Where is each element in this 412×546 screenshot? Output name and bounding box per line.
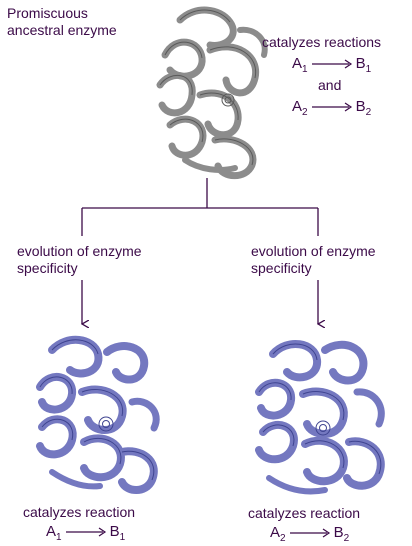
left-catalyzes-label: catalyzes reaction	[23, 504, 136, 520]
right-evolved-protein-structure	[255, 340, 385, 495]
reaction-arrow	[311, 102, 352, 112]
ancestral-protein-structure	[156, 6, 268, 180]
reaction-arrow	[289, 528, 330, 538]
left-evolved-protein-structure	[36, 335, 160, 494]
reaction-arrow	[65, 527, 106, 537]
ancestral-catalyzes-label: catalyzes reactions	[262, 34, 382, 50]
right-catalyzes-label: catalyzes reaction	[248, 505, 361, 521]
reaction-arrow	[311, 59, 352, 69]
left-evolution-label: evolution of enzyme specificity	[17, 243, 142, 276]
ancestral-label: Promiscuous ancestral enzyme	[7, 5, 117, 38]
right-evolution-label: evolution of enzyme specificity	[251, 243, 376, 276]
and-label: and	[318, 77, 342, 93]
